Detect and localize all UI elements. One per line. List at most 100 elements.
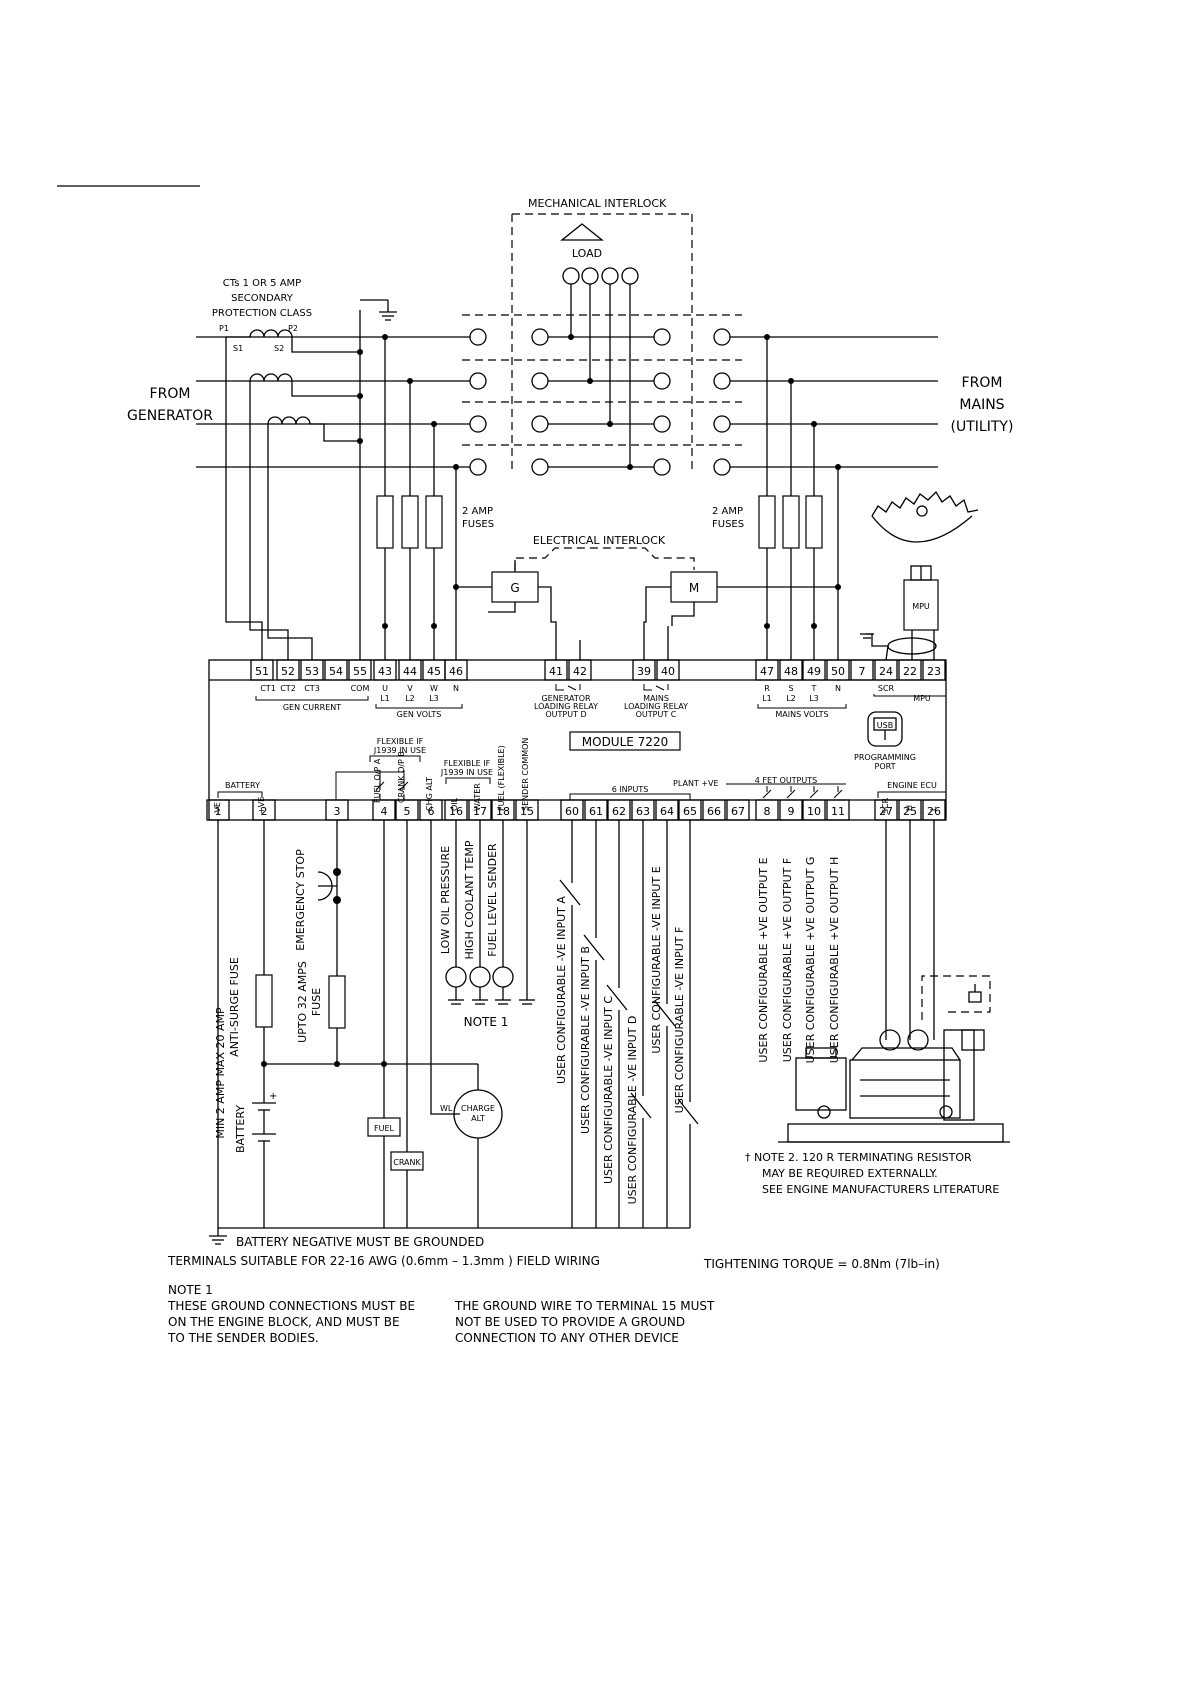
- terminal-number[interactable]: 16: [449, 805, 463, 818]
- terminal-box: [656, 659, 680, 681]
- sub-n: N: [453, 684, 459, 693]
- note2-line2: MAY BE REQUIRED EXTERNALLY.: [762, 1167, 938, 1180]
- terminal-number[interactable]: 25: [903, 805, 917, 818]
- terminal-number[interactable]: 50: [831, 665, 845, 678]
- input-switches: [559, 820, 699, 1228]
- terminal-number[interactable]: 3: [334, 805, 341, 818]
- programming-port-label-1: PROGRAMMING: [854, 753, 916, 762]
- terminal-number[interactable]: 63: [636, 805, 650, 818]
- terminal-number[interactable]: 43: [378, 665, 392, 678]
- terminal-number[interactable]: 6: [428, 805, 435, 818]
- usb-label: USB: [877, 721, 893, 730]
- terminal-box: [755, 799, 779, 821]
- terminal-number[interactable]: 64: [660, 805, 674, 818]
- sub-sender-common: SENDER COMMON: [521, 738, 530, 811]
- coolant-temp-sender: [469, 966, 491, 988]
- terminal-number[interactable]: 8: [764, 805, 771, 818]
- terminal-number[interactable]: 45: [427, 665, 441, 678]
- sub-scr: SCR: [881, 797, 890, 814]
- input-d-label: USER CONFIGURABLE -VE INPUT D: [626, 1016, 639, 1205]
- terminal-number[interactable]: 15: [520, 805, 534, 818]
- sub-plus-ve: +VE: [257, 797, 266, 814]
- usb-port-icon[interactable]: USB: [867, 711, 903, 747]
- fet-outputs-label: 4 FET OUTPUTS: [755, 776, 817, 785]
- sub-water: WATER: [473, 783, 482, 811]
- terminal-number[interactable]: 22: [903, 665, 917, 678]
- terminal-number[interactable]: 7: [859, 665, 866, 678]
- gen-volts-label: GEN VOLTS: [397, 710, 442, 719]
- emergency-stop-icon[interactable]: [317, 868, 341, 904]
- 32amp-fuse: [328, 975, 346, 1029]
- internal-switches: [335, 770, 843, 800]
- flexible-label-2b: J1939 IN USE: [440, 768, 493, 777]
- mpu-label: MPU: [912, 602, 930, 611]
- terminal-number[interactable]: 23: [927, 665, 941, 678]
- sub-mains-n: N: [835, 684, 841, 693]
- terminal-number[interactable]: 60: [565, 805, 579, 818]
- terminal-number[interactable]: 62: [612, 805, 626, 818]
- terminal-box: [850, 659, 874, 681]
- terminal-number[interactable]: 11: [831, 805, 845, 818]
- terminal-number[interactable]: 24: [879, 665, 893, 678]
- terminal-number[interactable]: 26: [927, 805, 941, 818]
- terminal-number[interactable]: 41: [549, 665, 563, 678]
- load-triangle: [560, 223, 604, 241]
- terminal-number[interactable]: 40: [661, 665, 675, 678]
- terminal-number[interactable]: 2: [261, 805, 268, 818]
- terminal-number[interactable]: 53: [305, 665, 319, 678]
- terminal-number[interactable]: 54: [329, 665, 343, 678]
- sub-fuel-op-a: FUEL O/P A: [373, 758, 382, 803]
- terminal-box: [779, 659, 803, 681]
- terminal-number[interactable]: 48: [784, 665, 798, 678]
- terminal-number[interactable]: 47: [760, 665, 774, 678]
- flywheel-gear-icon: [871, 490, 979, 543]
- terminal-number[interactable]: 4: [381, 805, 388, 818]
- charge-alt-label-2: ALT: [471, 1114, 485, 1123]
- terminal-number[interactable]: 46: [449, 665, 463, 678]
- terminal-box: [324, 659, 348, 681]
- terminal-number[interactable]: 49: [807, 665, 821, 678]
- terminal-number[interactable]: 55: [353, 665, 367, 678]
- sub-mpu-top: MPU: [913, 694, 931, 703]
- terminal-box: [568, 659, 592, 681]
- gen-fuses-label-1: 2 AMP: [462, 506, 493, 517]
- sub-r: R: [764, 684, 770, 693]
- module-name-box: [569, 731, 681, 751]
- note2-line1: † NOTE 2. 120 R TERMINATING RESISTOR: [745, 1151, 972, 1164]
- note1-title: NOTE 1: [168, 1283, 213, 1297]
- terminal-number[interactable]: 65: [683, 805, 697, 818]
- sub-gen-l1: L1: [380, 694, 390, 703]
- terminal-number[interactable]: 52: [281, 665, 295, 678]
- low-oil-pressure-label: LOW OIL PRESSURE: [439, 846, 452, 954]
- terminal-box: [802, 799, 826, 821]
- output-f-label: USER CONFIGURABLE +VE OUTPUT F: [781, 858, 794, 1063]
- terminal-number[interactable]: 44: [403, 665, 417, 678]
- terminal-number[interactable]: 67: [731, 805, 745, 818]
- terminal-number[interactable]: 51: [255, 665, 269, 678]
- sub-l: L: [929, 806, 938, 811]
- terminal-number[interactable]: 17: [473, 805, 487, 818]
- input-c-label: USER CONFIGURABLE -VE INPUT C: [602, 996, 615, 1184]
- terminal-number[interactable]: 9: [788, 805, 795, 818]
- terminal-number[interactable]: 39: [637, 665, 651, 678]
- bottom-terminal-strip: 1 2 3 4 5 6 16 17 18 15 60 61 62 63 64 65 66 67 8 9 10 11 27 25…: [206, 799, 946, 821]
- terminal-number[interactable]: 1: [215, 805, 222, 818]
- gen-fuse-2: [401, 495, 419, 549]
- terminal-number[interactable]: 10: [807, 805, 821, 818]
- terminal-box: [444, 659, 468, 681]
- terminal-number[interactable]: 66: [707, 805, 721, 818]
- load-terminal-3: [601, 267, 619, 285]
- from-mains-line3: (UTILITY): [951, 419, 1014, 435]
- terminal-box: [250, 659, 274, 681]
- sub-mains-l3: L3: [809, 694, 819, 703]
- ct-label-3: PROTECTION CLASS: [212, 308, 312, 319]
- terminal-box: [276, 659, 300, 681]
- ct-label-2: SECONDARY: [231, 293, 294, 304]
- terminal-number[interactable]: 42: [573, 665, 587, 678]
- terminal-number[interactable]: 61: [589, 805, 603, 818]
- terminal-number[interactable]: 27: [879, 805, 893, 818]
- terminal-number[interactable]: 18: [496, 805, 510, 818]
- sub-crank-op-b: CRANK O/P B: [397, 751, 406, 803]
- terminal-number[interactable]: 5: [404, 805, 411, 818]
